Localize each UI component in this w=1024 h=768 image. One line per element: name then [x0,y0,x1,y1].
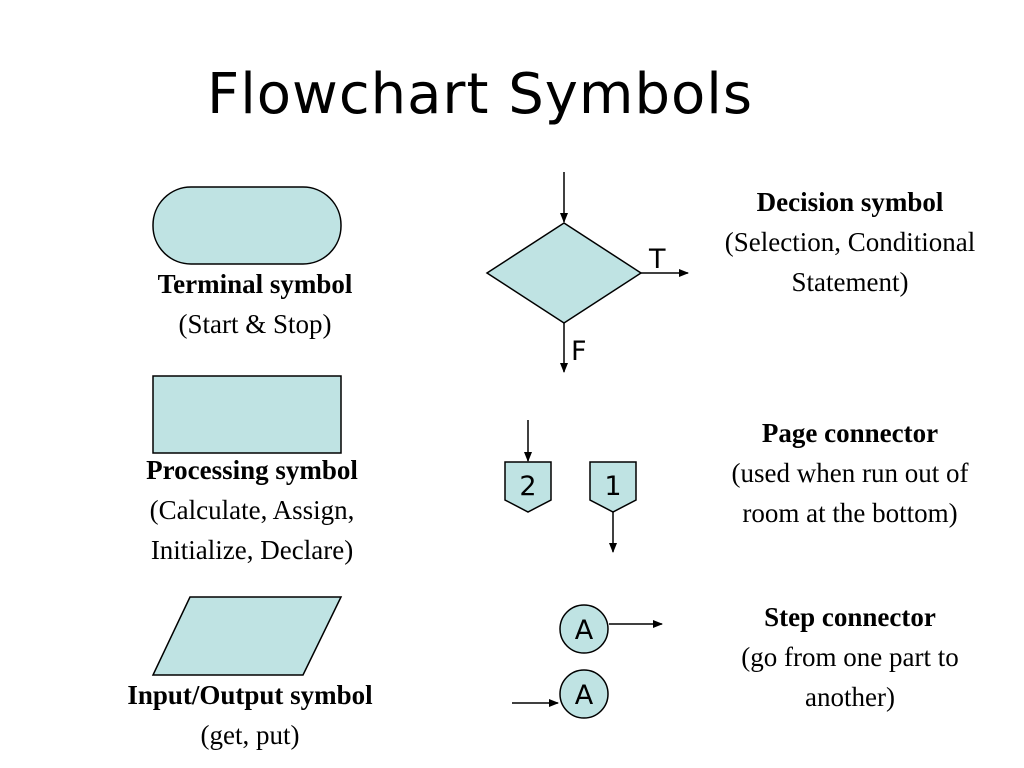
processing-shape [152,375,342,454]
step-connector-label: Step connector (go from one part to anot… [680,597,1020,717]
decision-desc-line1: (Selection, Conditional [724,227,976,257]
step-connector-name: Step connector [764,602,936,632]
page-connector-name: Page connector [761,418,939,448]
page-connector-out-label: 1 [604,471,621,502]
processing-desc-line2: Initialize, Declare) [150,535,354,565]
terminal-label: Terminal symbol (Start & Stop) [95,264,415,344]
decision-shape [485,222,643,324]
step-connector-out-shape [559,604,609,654]
terminal-shape [152,186,342,265]
step-connector-desc-line2: another) [805,682,895,712]
step-connector-in-shape [559,669,609,719]
step-connector-desc-line1: (go from one part to [741,642,959,672]
page-connector-out-shape [589,461,637,513]
page-connector-desc-line2: room at the bottom) [742,498,958,528]
page-connector-in-shape [504,461,552,513]
decision-name: Decision symbol [756,187,944,217]
decision-false-label: F [571,336,587,367]
step-connector-in-label: A [575,680,594,711]
step-connector-out-label: A [575,615,594,646]
io-desc: (get, put) [200,720,300,750]
processing-desc-line1: (Calculate, Assign, [149,495,355,525]
decision-true-label: T [648,244,666,275]
terminal-name: Terminal symbol [157,269,353,299]
page-connector-in-label: 2 [519,471,536,502]
terminal-desc: (Start & Stop) [178,309,332,339]
processing-name: Processing symbol [146,455,358,485]
page-connector-desc-line1: (used when run out of [731,458,969,488]
io-name: Input/Output symbol [127,680,373,710]
processing-label: Processing symbol (Calculate, Assign, In… [82,450,422,570]
io-label: Input/Output symbol (get, put) [70,675,430,755]
io-shape [151,596,343,676]
decision-desc-line2: Statement) [791,267,909,297]
page-title: Flowchart Symbols [207,62,753,127]
page-connector-label: Page connector (used when run out of roo… [680,413,1020,533]
decision-label: Decision symbol (Selection, Conditional … [680,182,1020,302]
